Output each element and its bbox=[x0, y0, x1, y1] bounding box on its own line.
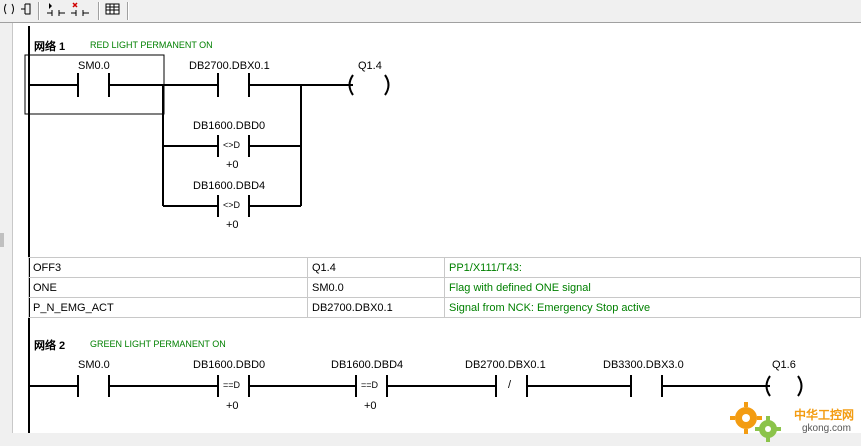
address-cell: Q1.4 bbox=[307, 257, 445, 278]
delete-contact-button[interactable] bbox=[70, 2, 92, 19]
symbol-cell: P_N_EMG_ACT bbox=[28, 297, 308, 318]
close-branch-icon bbox=[21, 3, 31, 15]
open-branch-button[interactable] bbox=[2, 2, 16, 19]
ladder-toolbar bbox=[0, 0, 861, 23]
watermark-site: gkong.com bbox=[802, 423, 851, 434]
cmp2-wire bbox=[163, 195, 301, 217]
n1-q14-label[interactable]: Q1.4 bbox=[358, 60, 382, 72]
gutter-marker bbox=[0, 233, 4, 247]
n2-sm00-label[interactable]: SM0.0 bbox=[78, 359, 110, 371]
n2-negation-mark: / bbox=[508, 379, 512, 391]
n2-db2700-label[interactable]: DB2700.DBX0.1 bbox=[465, 359, 546, 371]
coil-right bbox=[384, 74, 390, 96]
n2-db1600-0-label[interactable]: DB1600.DBD0 bbox=[193, 359, 266, 371]
insert-contact-button[interactable] bbox=[46, 2, 66, 19]
table-row: ONE SM0.0 Flag with defined ONE signal bbox=[28, 277, 861, 298]
cmp1-wire bbox=[163, 135, 301, 157]
db3300-contact bbox=[630, 375, 663, 397]
network-2-comment[interactable]: GREEN LIGHT PERMANENT ON bbox=[90, 339, 226, 349]
open-branch-icon bbox=[4, 3, 14, 15]
ladder-editor[interactable]: 网络 1 RED LIGHT PERMANENT ON SM0.0 DB2700… bbox=[13, 23, 861, 442]
address-cell: SM0.0 bbox=[307, 277, 445, 298]
gkong-watermark: 中华工控网 gkong.com bbox=[730, 393, 861, 443]
network-2-label[interactable]: 网络 2 bbox=[34, 340, 66, 352]
n2-cmp2-value[interactable]: +0 bbox=[364, 400, 377, 412]
n1-cmp2-value[interactable]: +0 bbox=[226, 219, 239, 231]
symbol-table: OFF3 Q1.4 PP1/X111/T43: ONE SM0.0 Flag w… bbox=[28, 257, 861, 318]
network-2-ladder bbox=[30, 375, 803, 397]
delete-contact-icon bbox=[71, 2, 89, 16]
n2-cmp2-op: ==D bbox=[361, 380, 379, 390]
table-row: P_N_EMG_ACT DB2700.DBX0.1 Signal from NC… bbox=[28, 297, 861, 318]
n2-cmp1-value[interactable]: +0 bbox=[226, 400, 239, 412]
table-row: OFF3 Q1.4 PP1/X111/T43: bbox=[28, 257, 861, 278]
close-branch-button[interactable] bbox=[19, 2, 33, 19]
symbol-cell: ONE bbox=[28, 277, 308, 298]
sm00-contact bbox=[77, 375, 110, 397]
n1-cmp2-op: <>D bbox=[223, 200, 241, 210]
n2-db1600-4-label[interactable]: DB1600.DBD4 bbox=[331, 359, 404, 371]
db2700-nc-contact bbox=[495, 375, 528, 397]
n2-q16-label[interactable]: Q1.6 bbox=[772, 359, 796, 371]
n1-db2700-label[interactable]: DB2700.DBX0.1 bbox=[189, 60, 270, 72]
watermark-title: 中华工控网 bbox=[794, 408, 855, 422]
insert-contact-icon bbox=[47, 3, 65, 16]
toolbar-separator bbox=[98, 2, 100, 20]
power-rail bbox=[28, 26, 30, 433]
network-1-label[interactable]: 网络 1 bbox=[34, 41, 66, 53]
db2700-contact bbox=[217, 73, 250, 97]
comment-cell: Signal from NCK: Emergency Stop active bbox=[444, 297, 861, 318]
n1-sm00-label[interactable]: SM0.0 bbox=[78, 60, 110, 72]
network-1-comment[interactable]: RED LIGHT PERMANENT ON bbox=[90, 40, 213, 50]
n2-db3300-label[interactable]: DB3300.DBX3.0 bbox=[603, 359, 684, 371]
toolbar-separator bbox=[38, 2, 40, 20]
table-view-button[interactable] bbox=[105, 2, 121, 19]
network-1-ladder bbox=[24, 54, 390, 217]
address-cell: DB2700.DBX0.1 bbox=[307, 297, 445, 318]
toolbar-separator bbox=[127, 2, 129, 20]
comment-cell: Flag with defined ONE signal bbox=[444, 277, 861, 298]
table-icon bbox=[105, 3, 120, 15]
n1-cmp1-op: <>D bbox=[223, 140, 241, 150]
n1-db1600-0-label[interactable]: DB1600.DBD0 bbox=[193, 120, 266, 132]
coil-left bbox=[348, 74, 354, 96]
comment-cell: PP1/X111/T43: bbox=[444, 257, 861, 278]
n2-cmp1-op: ==D bbox=[223, 380, 241, 390]
coil-left bbox=[765, 375, 771, 397]
sm00-contact bbox=[77, 73, 110, 97]
n1-db1600-4-label[interactable]: DB1600.DBD4 bbox=[193, 180, 266, 192]
n1-cmp1-value[interactable]: +0 bbox=[226, 159, 239, 171]
coil-right bbox=[797, 375, 803, 397]
left-gutter bbox=[0, 23, 13, 433]
symbol-cell: OFF3 bbox=[28, 257, 308, 278]
